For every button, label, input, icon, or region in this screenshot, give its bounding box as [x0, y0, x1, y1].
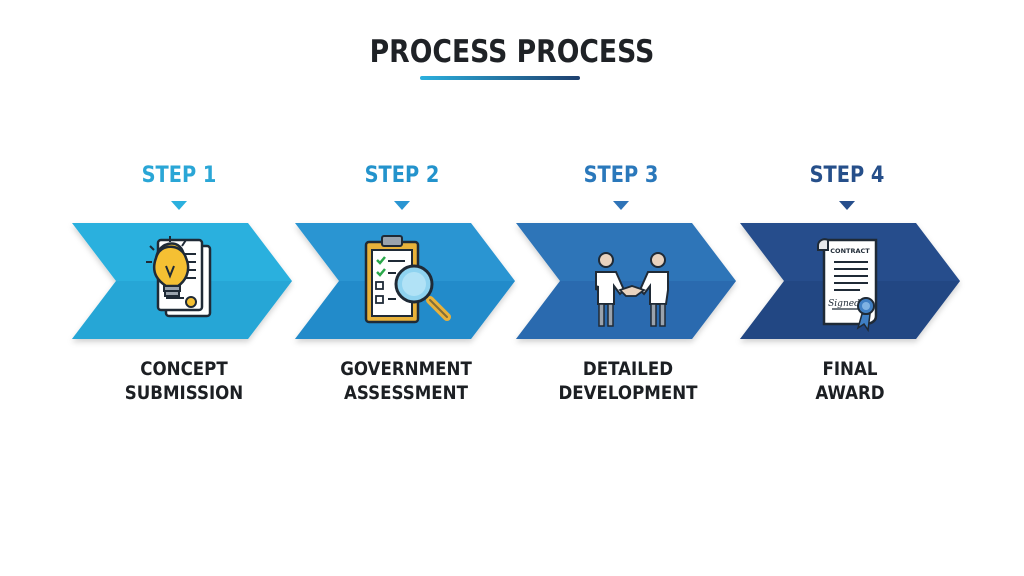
step-4-caption: FINAL AWARD	[769, 358, 931, 406]
step-4-caption-line1: FINAL	[822, 359, 878, 380]
step-4-caption-line2: AWARD	[815, 383, 885, 404]
step-1-caption-line2: SUBMISSION	[124, 383, 244, 404]
step-1-caption: CONCEPT SUBMISSION	[103, 358, 265, 406]
page-title: PROCESS PROCESS	[369, 34, 655, 70]
step-1-label: STEP 1	[141, 163, 217, 188]
title-underline	[420, 76, 580, 80]
step-3-caption-line2: DEVELOPMENT	[558, 383, 698, 404]
lightbulb-document-icon	[146, 236, 212, 318]
step-3-chevron	[516, 223, 736, 339]
step-2-caption-line2: ASSESSMENT	[344, 383, 468, 404]
step-2-label: STEP 2	[364, 163, 440, 188]
step-2-caption: GOVERNMENT ASSESSMENT	[325, 358, 487, 406]
contract-signature: Signed	[828, 299, 860, 309]
step-4-label: STEP 4	[809, 163, 885, 188]
step-1-caption-line1: CONCEPT	[140, 359, 228, 380]
step-1-pointer	[171, 201, 187, 210]
step-2-caption-line1: GOVERNMENT	[340, 359, 472, 380]
contract-heading: CONTRACT	[830, 247, 870, 255]
step-3-caption: DETAILED DEVELOPMENT	[547, 358, 709, 406]
step-3-label: STEP 3	[583, 163, 659, 188]
step-3-caption-line1: DETAILED	[582, 359, 674, 380]
step-3-pointer	[613, 201, 629, 210]
handshake-icon	[595, 252, 669, 327]
step-4-pointer	[839, 201, 855, 210]
clipboard-magnifier-icon	[364, 235, 451, 324]
contract-icon: CONTRACT Signed	[817, 238, 878, 333]
step-2-pointer	[394, 201, 410, 210]
